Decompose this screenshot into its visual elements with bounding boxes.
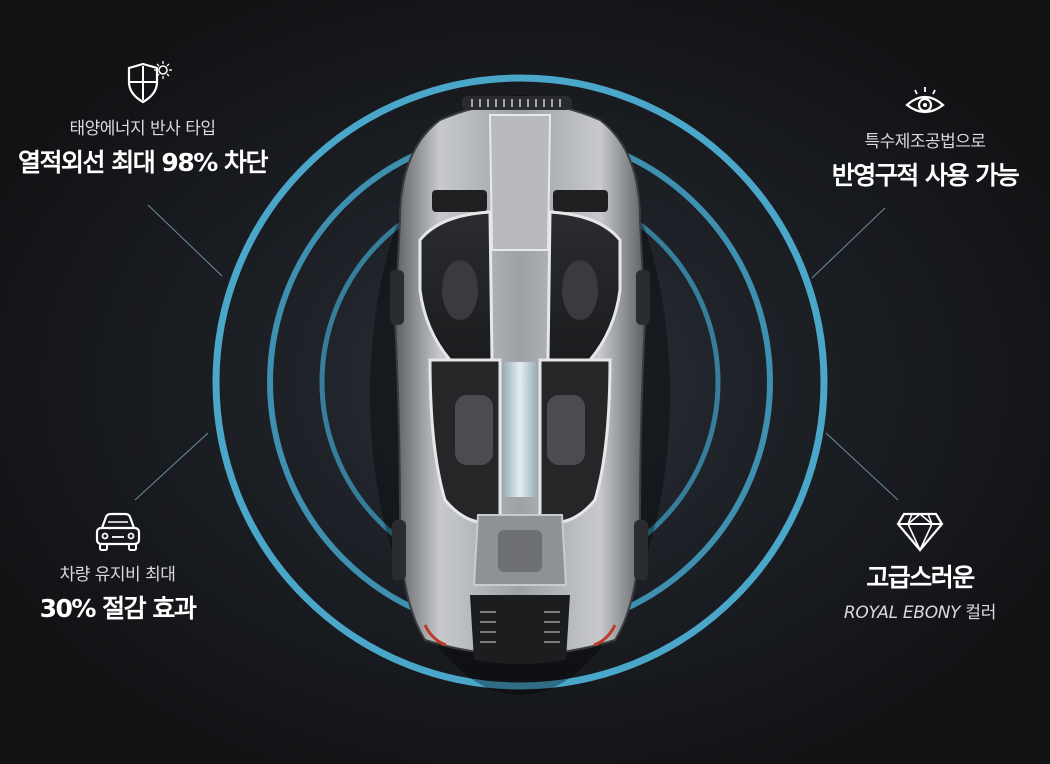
feature-cost-sub: 차량 유지비 최대: [59, 565, 176, 585]
connector-line-top-left: [147, 204, 223, 277]
feature-cost-saving: 차량 유지비 최대 30% 절감 효과: [0, 510, 235, 625]
connector-line-bottom-right: [825, 432, 899, 501]
feature-color-main: 고급스러운: [866, 563, 975, 592]
feature-color-sub: ROYAL EBONY 컬러: [810, 598, 1030, 623]
feature-color-tail: 컬러: [960, 603, 997, 623]
outer-ring: [212, 74, 828, 690]
feature-color: 고급스러운 ROYAL EBONY 컬러: [810, 510, 1030, 623]
eye-icon: [905, 87, 945, 114]
feature-durability: 특수제조공법으로 반영구적 사용 가능: [790, 85, 1050, 192]
car-top-view-image: [370, 95, 670, 695]
feature-cost-main: 30% 절감 효과: [39, 594, 197, 623]
shield-sun-icon: [127, 61, 172, 104]
feature-heat-main: 열적외선 최대 98% 차단: [18, 148, 268, 177]
feature-durability-sub: 특수제조공법으로: [864, 132, 986, 152]
feature-heat-sub: 태양에너지 반사 타입: [69, 119, 216, 139]
feature-color-name: ROYAL EBONY: [843, 603, 961, 623]
feature-durability-main: 반영구적 사용 가능: [831, 161, 1020, 190]
feature-heat-block: 태양에너지 반사 타입 열적외선 최대 98% 차단: [0, 60, 285, 179]
connector-line-bottom-left: [134, 432, 209, 501]
car-icon: [95, 512, 140, 551]
connector-line-top-right: [811, 207, 886, 279]
diamond-icon: [896, 512, 944, 552]
